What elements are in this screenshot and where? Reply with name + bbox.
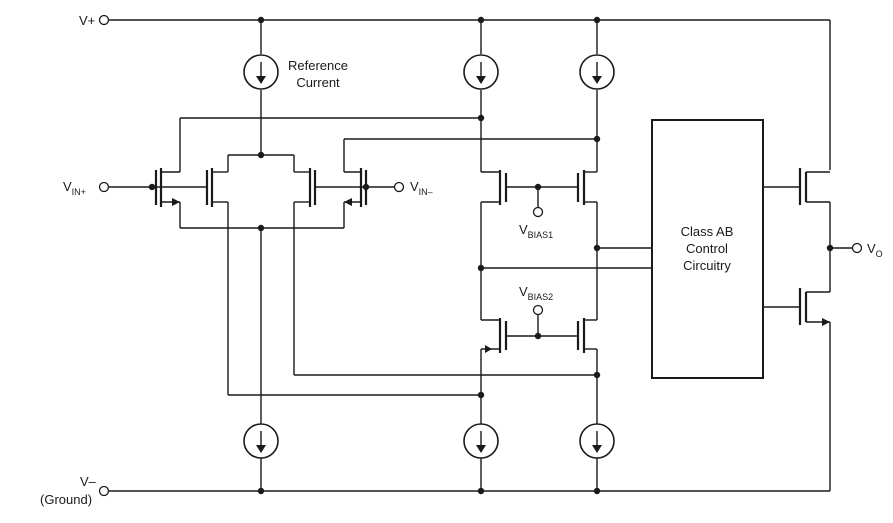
vplus-rail: [108, 19, 831, 170]
top-current-source-3: [579, 20, 615, 172]
input-stage: [108, 117, 597, 395]
reference-current-label-line2: Current: [296, 75, 340, 90]
vin-plus-terminal: [98, 181, 110, 193]
cross-connections: [228, 247, 652, 396]
vminus-rail: [108, 322, 831, 492]
top-current-source-2: [463, 20, 499, 172]
vin-minus-label: VIN–: [410, 179, 433, 197]
reference-current-label-line1: Reference: [288, 58, 348, 73]
class-ab-label-line1: Class AB: [681, 224, 734, 239]
output-stage: [763, 168, 852, 326]
vin-plus-label: VIN+: [63, 179, 86, 197]
vminus-terminal: [98, 485, 110, 497]
reference-current-source: [243, 20, 279, 155]
vin-minus-terminal: [393, 181, 405, 193]
class-ab-label-line2: Control: [686, 241, 728, 256]
vbias2-label: VBIAS2: [519, 284, 553, 302]
vbias2-terminal: [532, 304, 544, 316]
cascode-bottom-pair: [480, 314, 598, 395]
vplus-terminal: [98, 14, 110, 26]
vbias1-label: VBIAS1: [519, 222, 553, 240]
vplus-label: V+: [79, 13, 95, 28]
cascode-top-pair: [480, 170, 598, 320]
bottom-current-source-1: [243, 228, 279, 491]
vbias1-terminal: [532, 206, 544, 218]
vo-terminal: [851, 242, 863, 254]
class-ab-block: [651, 119, 764, 379]
vo-label: VO: [867, 241, 883, 259]
class-ab-label-line3: Circuitry: [683, 258, 731, 273]
vminus-label: V–: [80, 474, 97, 489]
bottom-current-source-3: [579, 375, 615, 491]
ground-label: (Ground): [40, 492, 92, 507]
junctions: [148, 16, 834, 495]
bottom-current-source-2: [463, 395, 499, 491]
